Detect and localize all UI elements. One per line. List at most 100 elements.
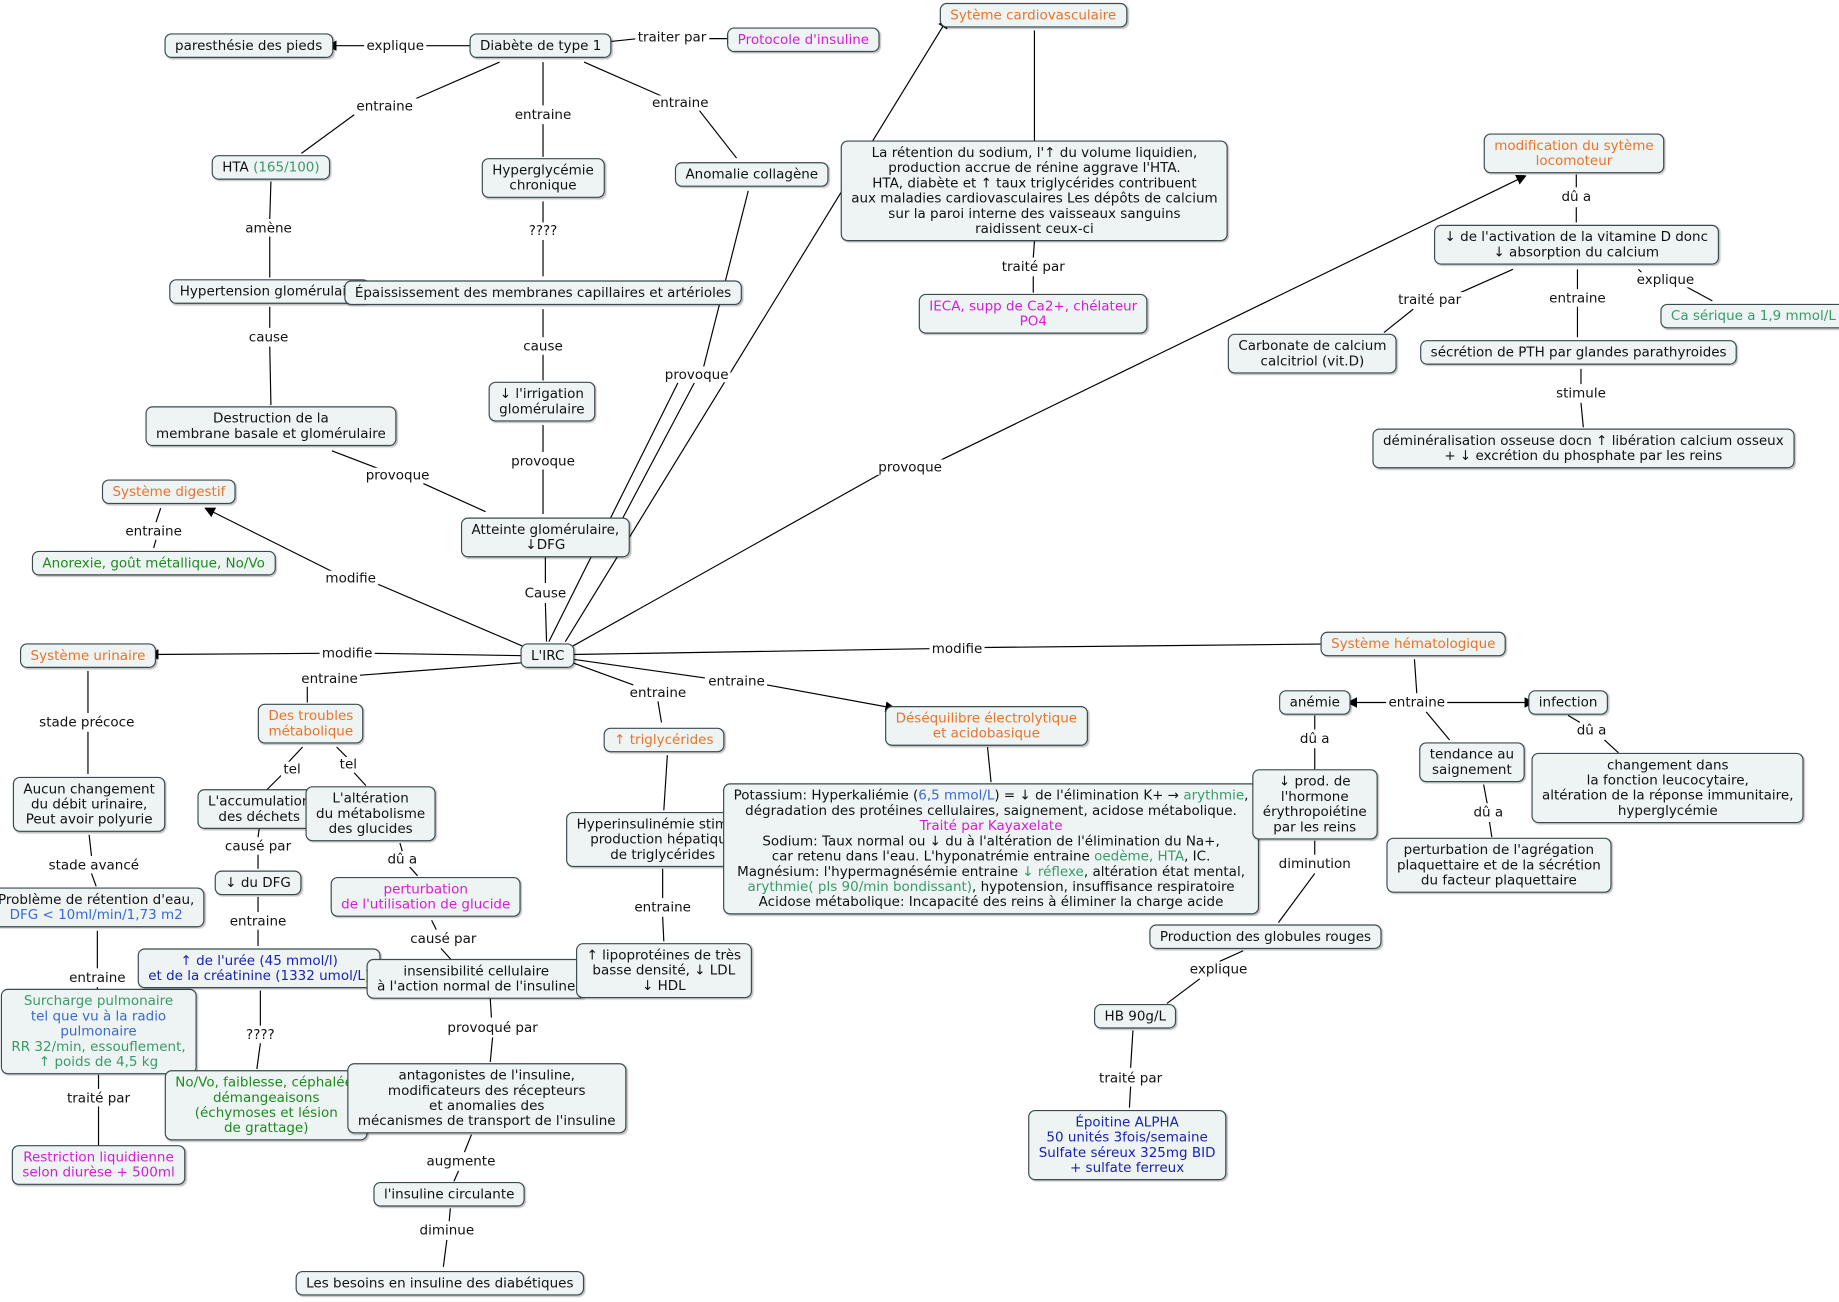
node-ca-serique[interactable]: Ca sérique a 1,9 mmol/L [1660, 303, 1839, 329]
node-irrigation[interactable]: ↓ l'irrigation glomérulaire [488, 381, 596, 422]
surcharge-b: tel que vu à la radio pulmonaire [30, 1007, 167, 1040]
label-q4-novo: ???? [243, 1027, 278, 1043]
label-provoque-atteinte: provoque [508, 453, 578, 469]
label-amene: amène [242, 220, 295, 236]
label-traite-par-carbonate: traité par [1395, 292, 1464, 308]
label-augmente: augmente [424, 1153, 498, 1170]
pot-7b: , hypotension, insuffisance respiratoire [972, 878, 1235, 895]
label-entraine-digestif: entraine [123, 523, 185, 540]
node-insuline-circulante[interactable]: l'insuline circulante [373, 1181, 525, 1207]
node-modification-locomoteur[interactable]: modification du sytème locomoteur [1483, 133, 1665, 174]
node-ieca[interactable]: IECA, supp de Ca2+, chélateur PO4 [918, 293, 1148, 334]
label-traite-par-ieca: traité par [999, 259, 1068, 275]
label-entraine-pth: entraine [1546, 290, 1609, 307]
node-diabete[interactable]: Diabète de type 1 [469, 33, 612, 58]
label-stimule: stimule [1553, 385, 1609, 402]
pot-6b: ↓ réflexe [1022, 862, 1084, 880]
surcharge-a: Surcharge pulmonaire [23, 992, 174, 1009]
node-pth[interactable]: sécrétion de PTH par glandes parathyroid… [1420, 340, 1738, 365]
label-cause-irc: Cause [522, 585, 569, 602]
node-globules-rouges[interactable]: Production des globules rouges [1149, 924, 1382, 949]
node-anorexie[interactable]: Anorexie, goût métallique, No/Vo [31, 550, 276, 576]
node-triglycerides[interactable]: ↑ triglycérides [603, 727, 725, 753]
node-du-dfg[interactable]: ↓ du DFG [214, 870, 302, 896]
node-systeme-hematologique[interactable]: Système hématologique [1320, 631, 1507, 657]
node-accumulation-dechets[interactable]: L'accumulation des déchets [197, 789, 321, 829]
node-paresthesie[interactable]: paresthésie des pieds [164, 33, 333, 58]
node-perturbation-glucide[interactable]: perturbation de l'utilisation de glucide [330, 876, 521, 917]
label-q4-epaississement: ???? [526, 222, 560, 239]
label-entraine-anomalie: entraine [649, 95, 711, 111]
node-perturbation-plaquettaire[interactable]: perturbation de l'agrégation plaquettair… [1386, 837, 1612, 893]
node-irc[interactable]: L'IRC [520, 643, 575, 668]
label-stade-avance: stade avancé [46, 857, 142, 873]
node-novo-faiblesse[interactable]: No/Vo, faiblesse, céphalée, démangeaison… [164, 1070, 368, 1141]
node-destruction[interactable]: Destruction de la membrane basale et glo… [145, 406, 397, 447]
node-desequilibre[interactable]: Déséquilibre électrolytique et acidobasi… [885, 706, 1088, 746]
label-provoque-loco: provoque [875, 459, 945, 475]
label-modifie-urinaire: modifie [319, 645, 375, 661]
label-du-a-infection: dû a [1574, 722, 1609, 739]
node-changement-leucocytaire[interactable]: changement dans la fonction leucocytaire… [1531, 752, 1805, 824]
label-cause-destruction: cause [246, 329, 291, 345]
pot-4: Sodium: Taux normal ou ↓ du à l'altérati… [762, 832, 1220, 849]
node-tendance-saignement[interactable]: tendance au saignement [1419, 742, 1525, 783]
label-entraine-hyperglycemie: entraine [512, 107, 574, 123]
node-protocole-insuline[interactable]: Protocole d'insuline [727, 27, 880, 53]
node-lipoproteines[interactable]: ↑ lipoprotéines de très basse densité, ↓… [576, 943, 752, 999]
node-besoins-insuline[interactable]: Les besoins en insuline des diabétiques [295, 1270, 585, 1296]
node-aucun-changement[interactable]: Aucun changement du débit urinaire, Peut… [12, 776, 166, 832]
label-diminue: diminue [417, 1222, 477, 1239]
node-carbonate-calcium[interactable]: Carbonate de calcium calcitriol (vit.D) [1227, 333, 1398, 374]
pot-1a: Potassium: Hyperkaliémie ( [733, 786, 919, 804]
label-entraine-triglycerides: entraine [627, 685, 689, 701]
node-prod-erythropoietine[interactable]: ↓ prod. de l'hormone érythropoiétine par… [1252, 769, 1378, 840]
label-provoque-anomalie: provoque [662, 366, 731, 383]
label-diminution: diminution [1276, 856, 1354, 872]
pot-7a: arythmie( pls 90/min bondissant) [747, 878, 973, 895]
node-antagonistes[interactable]: antagonistes de l'insuline, modificateur… [347, 1063, 627, 1134]
node-infection[interactable]: infection [1528, 690, 1608, 715]
pot-5c: , IC. [1184, 847, 1211, 865]
node-restriction-liquidienne[interactable]: Restriction liquidienne selon diurèse + … [11, 1145, 186, 1185]
node-hta[interactable]: HTA (165/100) [211, 155, 331, 180]
node-systeme-cardiovasculaire[interactable]: Sytème cardiovasculaire [939, 2, 1127, 28]
node-anemie[interactable]: anémie [1279, 690, 1351, 715]
pot-6c: , altération état mental, [1083, 862, 1245, 880]
node-vitamine-d[interactable]: ↓ de l'activation de la vitamine D donc … [1433, 224, 1719, 265]
node-retention-sodium[interactable]: La rétention du sodium, l'↑ du volume li… [840, 140, 1229, 242]
label-traite-par-epoitine: traité par [1096, 1070, 1165, 1086]
node-systeme-digestif[interactable]: Système digestif [101, 479, 236, 505]
label-entraine-surcharge: entraine [66, 969, 128, 986]
pot-1b: 6,5 mmol/L [918, 786, 995, 804]
node-atteinte-glomerulaire[interactable]: Atteinte glomérulaire, ↓DFG [460, 517, 630, 558]
label-provoque-destruction: provoque [363, 467, 432, 483]
node-probleme-retention[interactable]: Problème de rétention d'eau,DFG < 10ml/m… [0, 887, 205, 928]
node-hypertension-glomerulaire[interactable]: Hypertension glomérulaire [169, 279, 371, 304]
pot-5a: car retenu dans l'eau. L'hyponatrémie en… [771, 847, 1095, 865]
node-systeme-urinaire[interactable]: Système urinaire [19, 643, 156, 668]
label-traiter-par: traiter par [635, 29, 709, 46]
node-troubles-metabolique[interactable]: Des troubles métabolique [257, 703, 364, 744]
label-traite-par-restriction: traité par [64, 1090, 133, 1106]
node-epoitine[interactable]: Époitine ALPHA 50 unités 3fois/semaine S… [1028, 1109, 1227, 1181]
node-electrolytes-details[interactable]: Potassium: Hyperkaliémie (6,5 mmol/L) = … [723, 783, 1260, 915]
node-alteration-glucides[interactable]: L'altération du métabolisme des glucides [305, 786, 436, 842]
node-hyperglycemie[interactable]: Hyperglycémie chronique [481, 158, 605, 198]
node-anomalie-collagene[interactable]: Anomalie collagène [674, 162, 829, 187]
node-hb[interactable]: HB 90g/L [1094, 1004, 1177, 1029]
label-du-a-tendance: dû a [1471, 804, 1506, 821]
node-insensibilite[interactable]: insensibilité cellulaire à l'action norm… [366, 958, 586, 999]
probleme-line1: Problème de rétention d'eau, [0, 891, 195, 908]
label-tel-accumulation: tel [281, 761, 304, 777]
label-du-a-loco: dû a [1559, 189, 1594, 205]
label-explique-paresthesie: explique [364, 37, 427, 54]
node-uree-creatinine[interactable]: ↑ de l'urée (45 mmol/l) et de la créatin… [137, 948, 381, 989]
node-epaississement[interactable]: Épaississement des membranes capillaires… [344, 280, 742, 306]
node-demineralisation[interactable]: déminéralisation osseuse docn ↑ libérati… [1372, 428, 1795, 469]
label-entraine-uree: entraine [227, 913, 289, 930]
pot-8: Acidose métabolique: Incapacité des rein… [758, 893, 1224, 910]
pot-3: Traité par Kayaxelate [919, 817, 1063, 834]
